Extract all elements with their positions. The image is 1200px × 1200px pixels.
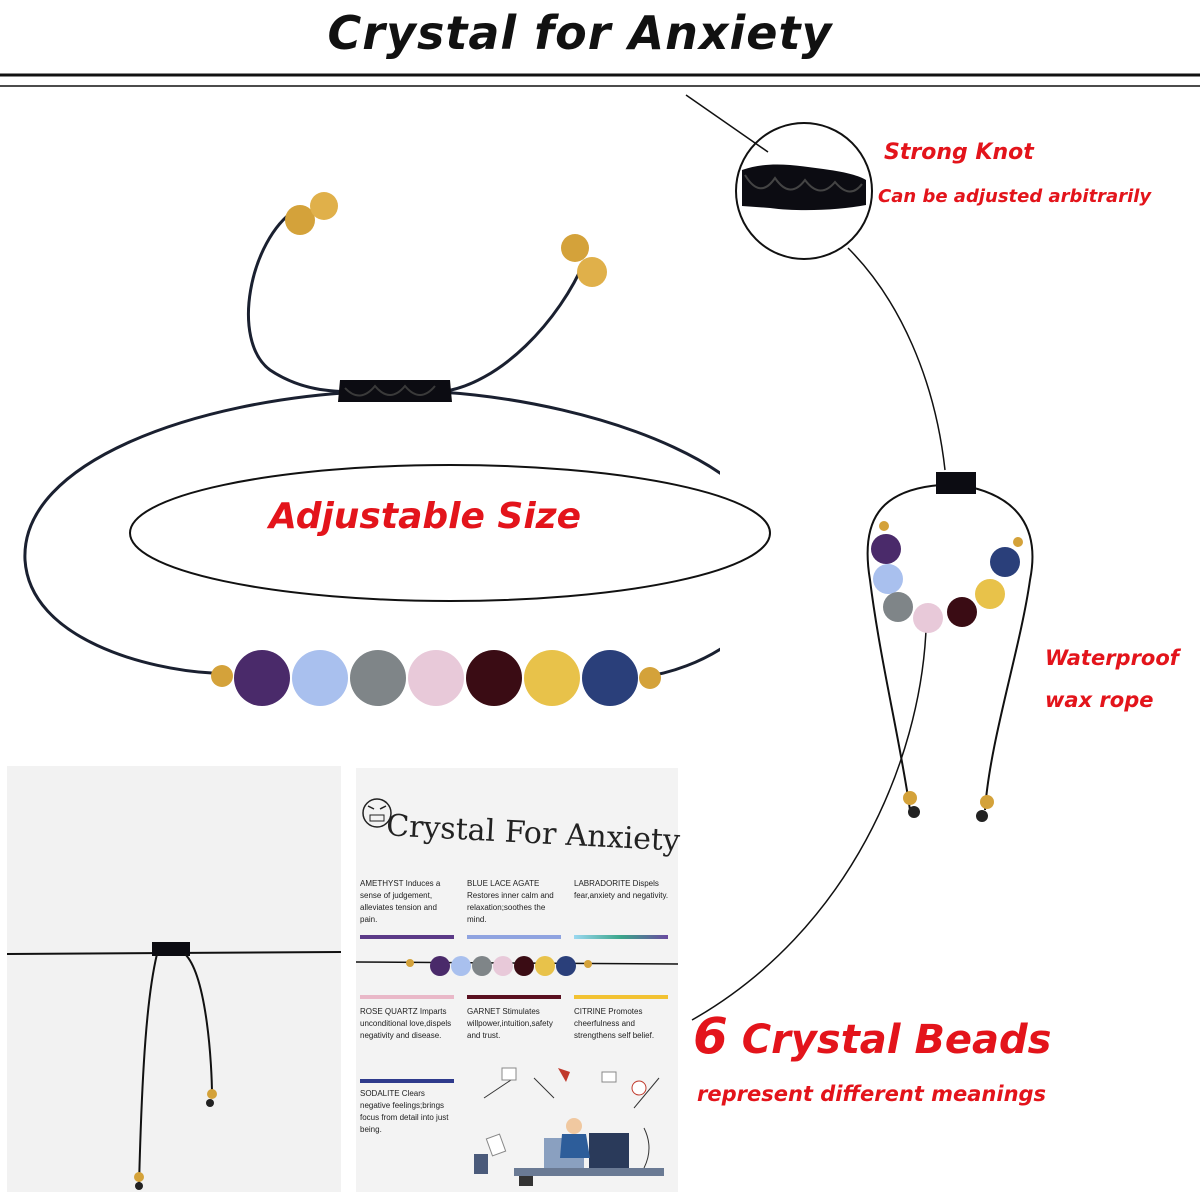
garnet-bar — [467, 995, 561, 999]
knot-zoom-circle — [735, 122, 873, 260]
crystal-bead — [292, 650, 348, 706]
labradorite-bar — [574, 935, 668, 939]
desc-citrine: CITRINE Promotes cheerfulness and streng… — [574, 1007, 655, 1040]
card-bracelet-image — [356, 956, 678, 976]
waterproof-label: Waterproof — [1045, 646, 1179, 670]
adjustable-size-label: Adjustable Size — [268, 496, 582, 537]
info-card: Crystal For Anxiety AMETHYST Induces a s… — [356, 768, 681, 1192]
desc-labradorite: LABRADORITE Dispels fear,anxiety and neg… — [574, 879, 669, 900]
main-bracelet — [23, 192, 720, 706]
angry-face-icon — [362, 798, 392, 828]
amethyst-bar — [360, 935, 454, 939]
desc-sodalite: SODALITE Clears negative feelings;brings… — [360, 1089, 449, 1134]
beads-count: 6 — [693, 1007, 728, 1065]
crystal-bead — [408, 650, 464, 706]
rose-quartz-bar — [360, 995, 454, 999]
wax-rope-label: wax rope — [1045, 688, 1154, 712]
represent-meanings-label: represent different meanings — [697, 1082, 1047, 1106]
citrine-bar — [574, 995, 668, 999]
desc-blue-lace-agate: BLUE LACE AGATE Restores inner calm and … — [467, 879, 554, 924]
desc-amethyst: AMETHYST Induces a sense of judgement, a… — [360, 879, 441, 924]
knot-adjust-label: Can be adjusted arbitrarily — [878, 186, 1152, 207]
stressed-worker-illustration — [474, 1067, 664, 1186]
crystal-bead — [234, 650, 290, 706]
card-title: Crystal For Anxiety — [385, 808, 681, 859]
page-title: Crystal for Anxiety — [327, 6, 833, 60]
strong-knot-label: Strong Knot — [884, 140, 1034, 165]
small-bracelet — [866, 472, 1034, 822]
adjustable-ellipse — [129, 464, 771, 602]
beads-text: Crystal Beads — [727, 1017, 1052, 1063]
crystal-bead — [524, 650, 580, 706]
crystal-bead — [350, 650, 406, 706]
crystal-bead — [582, 650, 638, 706]
desc-garnet: GARNET Stimulates willpower,intuition,sa… — [467, 1007, 553, 1040]
sodalite-bar — [360, 1079, 454, 1083]
six-crystal-beads-label: 6 Crystal Beads — [693, 1007, 1052, 1065]
worn-bracelet-photo — [6, 766, 342, 1192]
crystal-bead — [466, 650, 522, 706]
desc-rose-quartz: ROSE QUARTZ Imparts unconditional love,d… — [360, 1007, 452, 1040]
blue-lace-agate-bar — [467, 935, 561, 939]
